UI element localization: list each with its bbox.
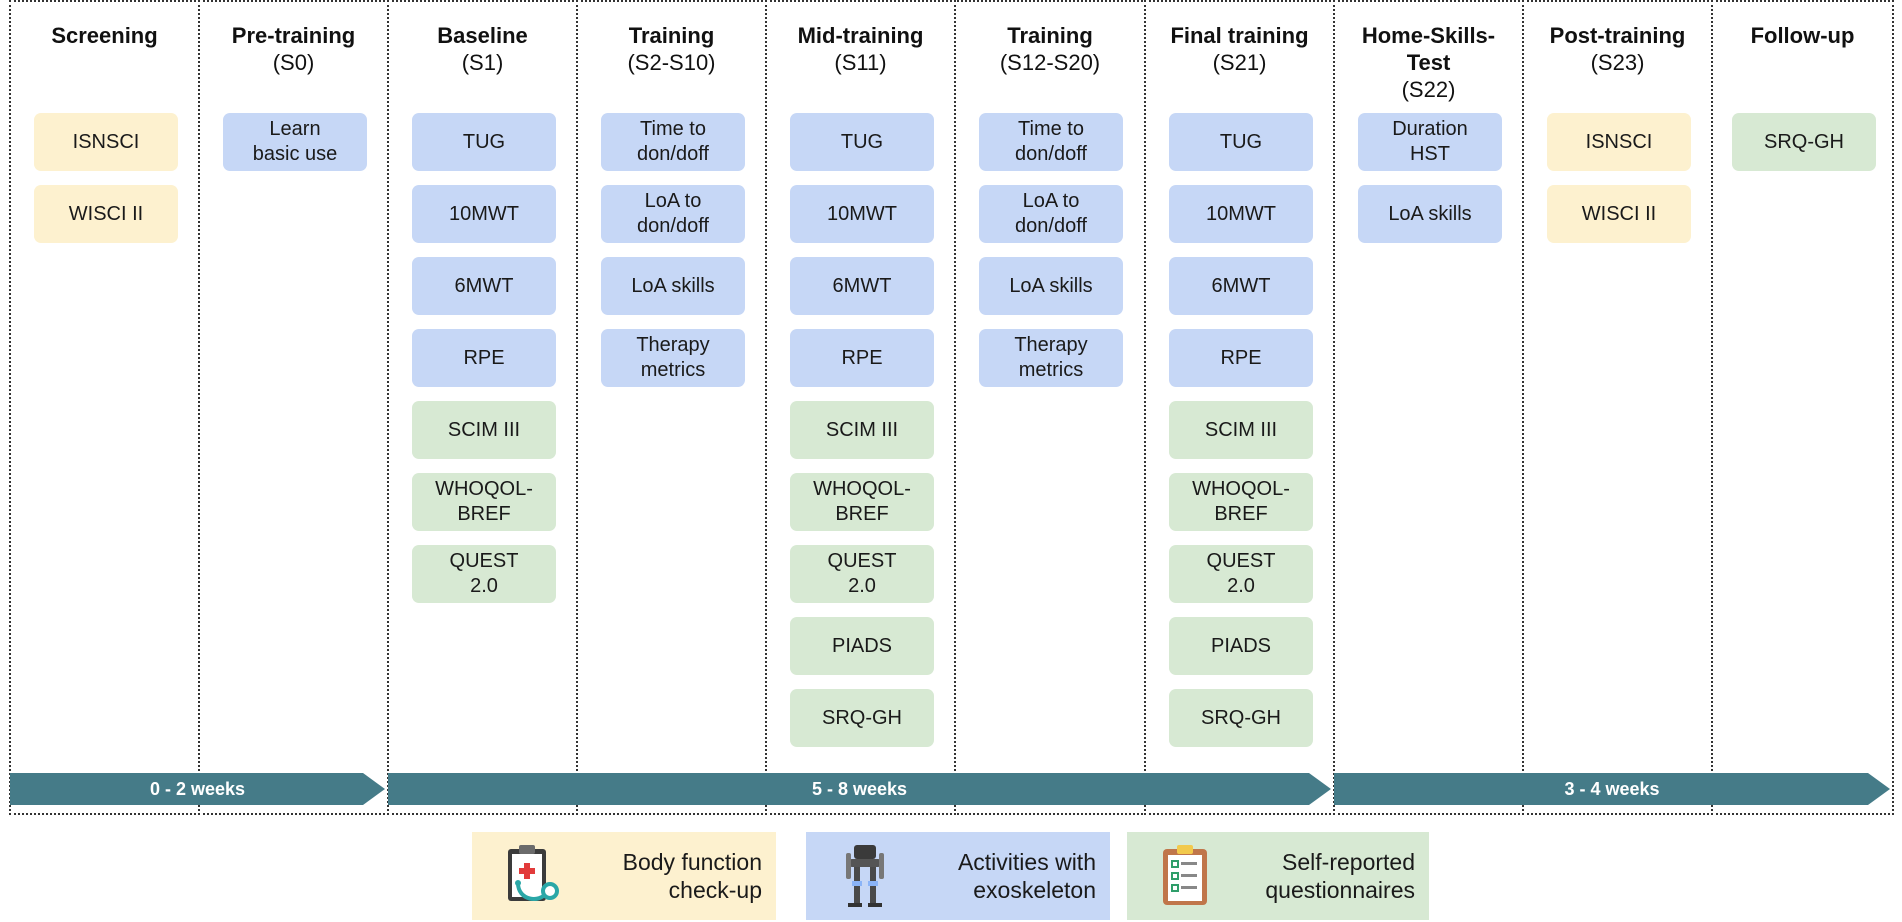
phase-title: Baseline: [437, 23, 528, 48]
measure-box-whoqol-bref: WHOQOL- BREF: [412, 473, 556, 531]
phase-session: (S11): [834, 50, 887, 75]
measure-box-6mwt: 6MWT: [412, 257, 556, 315]
phase-title: Screening: [51, 23, 158, 48]
measure-box-srq-gh: SRQ-GH: [790, 689, 934, 747]
clipboard-stethoscope-icon: [500, 843, 562, 909]
phase-title: Mid-training: [797, 23, 924, 48]
measure-box-tug: TUG: [790, 113, 934, 171]
phase-header: Pre-training(S0): [200, 22, 387, 76]
measure-box-time-to-don-doff: Time to don/doff: [601, 113, 745, 171]
measure-box-tug: TUG: [1169, 113, 1313, 171]
measure-box-isnsci: ISNSCI: [1547, 113, 1691, 171]
measure-box-srq-gh: SRQ-GH: [1169, 689, 1313, 747]
phase-header: Training(S12-S20): [956, 22, 1144, 76]
phase-session: (S1): [461, 50, 504, 75]
phase-header: Training(S2-S10): [578, 22, 765, 76]
phase-title: Post-training: [1549, 23, 1686, 48]
measure-box-scim-iii: SCIM III: [790, 401, 934, 459]
measure-box-10mwt: 10MWT: [790, 185, 934, 243]
measure-box-scim-iii: SCIM III: [412, 401, 556, 459]
measure-box-quest-2-0: QUEST 2.0: [412, 545, 556, 603]
phase-session: (S21): [1212, 50, 1267, 75]
measure-box-wisci-ii: WISCI II: [34, 185, 178, 243]
measure-box-10mwt: 10MWT: [1169, 185, 1313, 243]
measure-box-therapy-metrics: Therapy metrics: [601, 329, 745, 387]
phase-column-final-training: Final training(S21) TUG 10MWT 6MWT RPE SCIM I…: [1144, 0, 1335, 815]
measure-box-whoqol-bref: WHOQOL- BREF: [790, 473, 934, 531]
exoskeleton-icon: [834, 843, 896, 909]
duration-arrow-2: 5 - 8 weeks: [388, 773, 1331, 805]
duration-label: 0 - 2 weeks: [149, 778, 246, 799]
questionnaire-clipboard-icon: [1155, 843, 1217, 909]
phase-session: (S2-S10): [627, 50, 716, 75]
measure-box-scim-iii: SCIM III: [1169, 401, 1313, 459]
phase-title: Pre-training: [231, 23, 356, 48]
measure-box-learn-basic-use: Learn basic use: [223, 113, 367, 171]
legend-item-activity: Activities with exoskeleton: [806, 832, 1110, 920]
measure-box-rpe: RPE: [790, 329, 934, 387]
measure-box-rpe: RPE: [412, 329, 556, 387]
legend-item-body: Body function check-up: [472, 832, 776, 920]
legend-label: Body function check-up: [622, 849, 762, 903]
phase-header: Mid-training(S11): [767, 22, 954, 76]
measure-box-loa-to-don-doff: LoA to don/doff: [601, 185, 745, 243]
measure-box-quest-2-0: QUEST 2.0: [1169, 545, 1313, 603]
measure-box-therapy-metrics: Therapy metrics: [979, 329, 1123, 387]
measure-box-6mwt: 6MWT: [1169, 257, 1313, 315]
phase-title: Follow-up: [1750, 23, 1855, 48]
phase-session: (S22): [1401, 77, 1456, 102]
phase-column-home-skills-test: Home-Skills- Test(S22) Duration HST LoA sk…: [1333, 0, 1524, 815]
duration-label: 5 - 8 weeks: [811, 778, 908, 799]
phase-title: Training: [1007, 23, 1093, 48]
measure-box-isnsci: ISNSCI: [34, 113, 178, 171]
phase-header: Final training(S21): [1146, 22, 1333, 76]
measure-box-time-to-don-doff: Time to don/doff: [979, 113, 1123, 171]
phase-column-pre-training: Pre-training(S0) Learn basic use: [198, 0, 389, 815]
measure-box-tug: TUG: [412, 113, 556, 171]
measure-box-6mwt: 6MWT: [790, 257, 934, 315]
phase-column-mid-training: Mid-training(S11) TUG 10MWT 6MWT RPE SCIM III…: [765, 0, 956, 815]
phase-title: Training: [628, 23, 715, 48]
duration-label: 3 - 4 weeks: [1564, 778, 1660, 799]
measure-box-piads: PIADS: [790, 617, 934, 675]
measure-box-duration-hst: Duration HST: [1358, 113, 1502, 171]
measure-box-loa-skills: LoA skills: [1358, 185, 1502, 243]
phase-header: Follow-up: [1713, 22, 1892, 49]
phase-header: Screening: [11, 22, 198, 49]
duration-arrow-1: 0 - 2 weeks: [10, 773, 385, 805]
measure-box-srq-gh: SRQ-GH: [1732, 113, 1876, 171]
measure-box-piads: PIADS: [1169, 617, 1313, 675]
measure-box-loa-skills: LoA skills: [979, 257, 1123, 315]
phase-header: Post-training(S23): [1524, 22, 1711, 76]
legend-item-self: Self-reported questionnaires: [1127, 832, 1429, 920]
phase-session: (S0): [272, 50, 315, 75]
phase-column-baseline: Baseline(S1) TUG 10MWT 6MWT RPE SCIM III WHOQO…: [387, 0, 578, 815]
duration-arrow-3: 3 - 4 weeks: [1334, 773, 1890, 805]
phase-title: Final training: [1170, 23, 1309, 48]
measure-box-loa-skills: LoA skills: [601, 257, 745, 315]
phase-session: (S23): [1590, 50, 1645, 75]
phase-column-post-training: Post-training(S23) ISNSCI WISCI II: [1522, 0, 1713, 815]
measure-box-10mwt: 10MWT: [412, 185, 556, 243]
phase-title: Home-Skills- Test: [1361, 23, 1496, 75]
measure-box-wisci-ii: WISCI II: [1547, 185, 1691, 243]
measure-box-loa-to-don-doff: LoA to don/doff: [979, 185, 1123, 243]
phase-header: Baseline(S1): [389, 22, 576, 76]
measure-box-quest-2-0: QUEST 2.0: [790, 545, 934, 603]
measure-box-rpe: RPE: [1169, 329, 1313, 387]
legend-label: Self-reported questionnaires: [1265, 849, 1415, 903]
measure-box-whoqol-bref: WHOQOL- BREF: [1169, 473, 1313, 531]
phase-header: Home-Skills- Test(S22): [1335, 22, 1522, 103]
phase-session: (S12-S20): [999, 50, 1101, 75]
legend-label: Activities with exoskeleton: [957, 849, 1096, 903]
